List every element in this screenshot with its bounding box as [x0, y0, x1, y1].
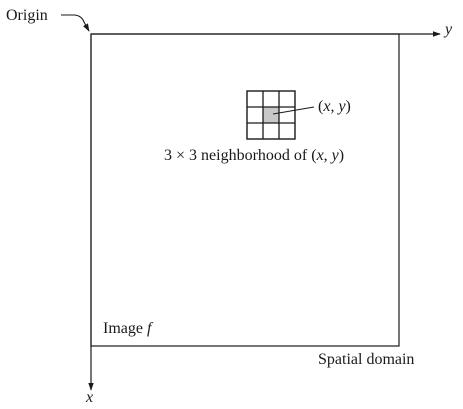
neighborhood-caption-x: x — [316, 147, 324, 164]
center-pixel-label-close: ) — [345, 98, 351, 115]
neighborhood-caption-close: ) — [338, 147, 345, 164]
neighborhood-caption-prefix: 3 × 3 neighborhood of ( — [164, 147, 317, 164]
image-label-symbol: f — [146, 320, 152, 337]
origin-pointer — [61, 14, 90, 32]
neighborhood-grid — [246, 90, 296, 140]
neighborhood-caption: 3 × 3 neighborhood of (x, y) — [164, 148, 344, 164]
image-label-prefix: Image — [103, 320, 147, 337]
center-pixel-label: (x, y) — [318, 99, 351, 115]
image-boundary — [90, 33, 400, 347]
center-pixel-pointer — [272, 106, 315, 115]
neighborhood-caption-y: y — [331, 147, 339, 164]
x-axis-label: x — [86, 389, 94, 406]
neighborhood-center-pixel — [263, 107, 279, 123]
neighborhood-caption-comma: , — [323, 147, 332, 164]
center-pixel-label-open: ( — [318, 98, 324, 115]
y-axis-label: y — [445, 21, 453, 38]
center-pixel-label-x: x — [323, 98, 331, 115]
center-pixel-label-y: y — [338, 98, 346, 115]
center-pixel-label-comma: , — [330, 98, 339, 115]
spatial-domain-label: Spatial domain — [318, 351, 415, 368]
origin-label: Origin — [6, 7, 48, 24]
neighborhood-grid-outline — [246, 90, 296, 140]
image-label: Image f — [103, 321, 151, 337]
